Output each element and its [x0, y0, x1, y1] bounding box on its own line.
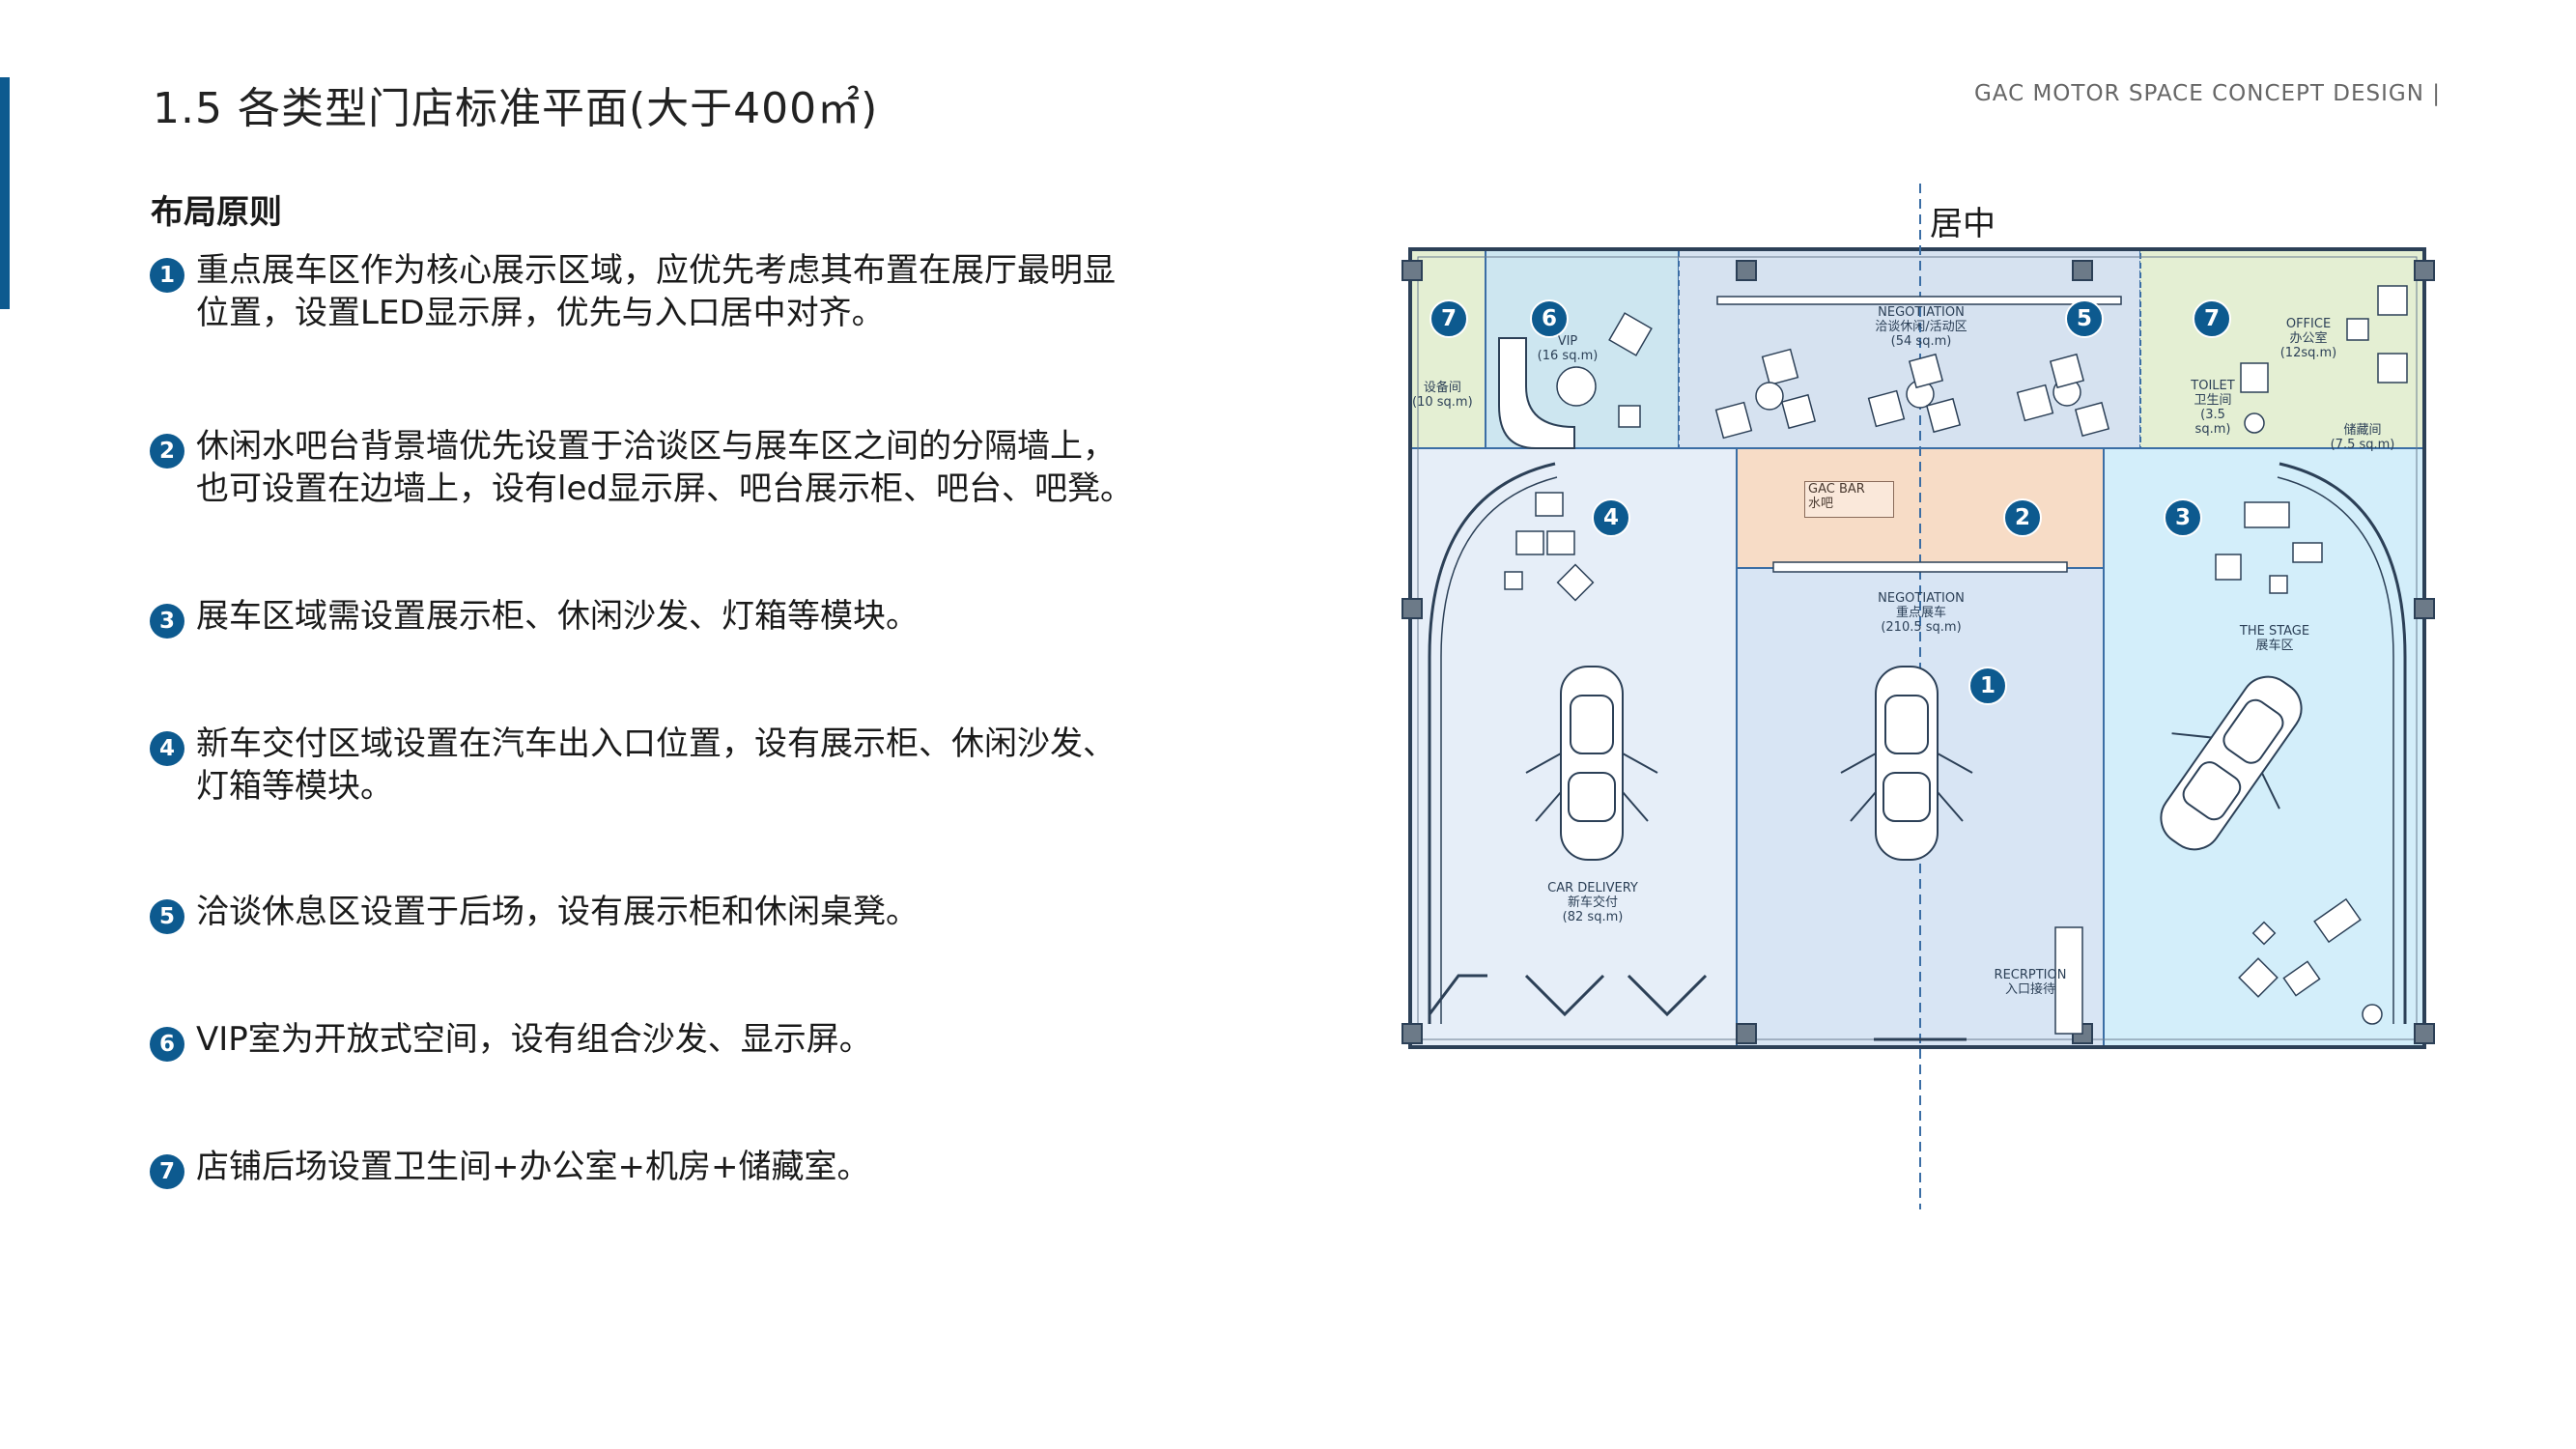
page-title: 1.5 各类型门店标准平面(大于400㎡): [153, 84, 879, 133]
principle-text: 重点展车区作为核心展示区域，应优先考虑其布置在展厅最明显 位置，设置LED显示屏…: [196, 251, 1116, 332]
principle-item: 1 重点展车区作为核心展示区域，应优先考虑其布置在展厅最明显 位置，设置LED显…: [150, 249, 1260, 334]
principle-item: 2 休闲水吧台背景墙优先设置于洽谈区与展车区之间的分隔墙上， 也可设置在边墙上，…: [150, 425, 1260, 510]
zone-label-office: OFFICE 办公室 (12sq.m): [2279, 317, 2337, 360]
curved-wall-left: [1428, 462, 1556, 1024]
principle-text: VIP室为开放式空间，设有组合沙发、显示屏。: [196, 1020, 872, 1059]
zone-badge: 3: [2164, 498, 2202, 537]
zone-label-reception: RECRPTION 入口接待: [1994, 968, 2067, 997]
number-badge: 5: [150, 899, 184, 934]
principle-item: 5 洽谈休息区设置于后场，设有展示柜和休闲桌凳。: [150, 891, 1260, 934]
number-badge: 2: [150, 434, 184, 469]
zone-badge: 1: [1968, 667, 2007, 705]
zone-badge: 7: [2193, 299, 2231, 338]
principle-text: 新车交付区域设置在汽车出入口位置，设有展示柜、休闲沙发、 灯箱等模块。: [196, 724, 1116, 806]
zone-label-stage: THE STAGE 展车区: [2239, 624, 2310, 653]
car-center: [1840, 666, 1973, 861]
principle-text: 展车区域需设置展示柜、休闲沙发、灯箱等模块。: [196, 597, 919, 636]
car-delivery: [1525, 666, 1658, 861]
principle-item: 4 新车交付区域设置在汽车出入口位置，设有展示柜、休闲沙发、 灯箱等模块。: [150, 723, 1260, 808]
number-badge: 6: [150, 1027, 184, 1062]
accent-bar: [0, 77, 10, 309]
number-badge: 3: [150, 604, 184, 639]
zone-label-toilet: TOILET 卫生间 (3.5 sq.m): [2191, 379, 2235, 437]
zone-badge: 7: [1430, 299, 1468, 338]
zone-label-negotiation-top: NEGOTIATION 洽谈休闲/活动区 (54 sq.m): [1875, 305, 1967, 349]
zone-badge: 5: [2065, 299, 2104, 338]
principle-text: 洽谈休息区设置于后场，设有展示柜和休闲桌凳。: [196, 893, 919, 931]
number-badge: 4: [150, 731, 184, 766]
principle-item: 3 展车区域需设置展示柜、休闲沙发、灯箱等模块。: [150, 595, 1260, 639]
outer-wall: [1408, 247, 2426, 1049]
zone-equipment: [1409, 248, 1486, 449]
floor-plan: 居中 设备间 (10 sq.m) VIP (16 sq.m) NEGOTIATI…: [1391, 174, 2453, 1217]
brand-tagline: GAC MOTOR SPACE CONCEPT DESIGN |: [1973, 81, 2441, 106]
principle-text: 店铺后场设置卫生间+办公室+机房+储藏室。: [196, 1148, 870, 1186]
number-badge: 7: [150, 1154, 184, 1189]
entrance-doors: [1428, 926, 2083, 1041]
curved-wall-right: [2279, 462, 2407, 1024]
zone-badge: 4: [1592, 498, 1630, 537]
plant-icon: [2362, 1004, 2383, 1025]
zone-label-negotiation-center: NEGOTIATION 重点展车 (210.5 sq.m): [1878, 591, 1965, 635]
zone-label-storage: 储藏间 (7.5 sq.m): [2330, 423, 2395, 452]
zone-office: [2139, 248, 2425, 449]
zone-badge: 2: [2003, 498, 2042, 537]
principle-item: 7 店铺后场设置卫生间+办公室+机房+储藏室。: [150, 1146, 1260, 1189]
zone-negotiation-top: [1678, 248, 2141, 449]
zone-label-equipment: 设备间 (10 sq.m): [1412, 381, 1473, 410]
zone-label-vip: VIP (16 sq.m): [1537, 334, 1599, 363]
number-badge: 1: [150, 258, 184, 293]
floor-plan-drawing: [1401, 184, 2435, 1209]
principle-text: 休闲水吧台背景墙优先设置于洽谈区与展车区之间的分隔墙上， 也可设置在边墙上，设有…: [196, 427, 1133, 508]
bar-sign: GAC BAR 水吧: [1804, 481, 1894, 518]
negotiation-furniture: [1714, 348, 2110, 440]
zone-label-delivery: CAR DELIVERY 新车交付 (82 sq.m): [1547, 881, 1638, 924]
zone-badge: 6: [1530, 299, 1569, 338]
section-heading: 布局原则: [151, 193, 282, 232]
center-label: 居中: [1930, 205, 1996, 243]
car-stage: [2160, 675, 2303, 851]
principle-item: 6 VIP室为开放式空间，设有组合沙发、显示屏。: [150, 1018, 1260, 1062]
